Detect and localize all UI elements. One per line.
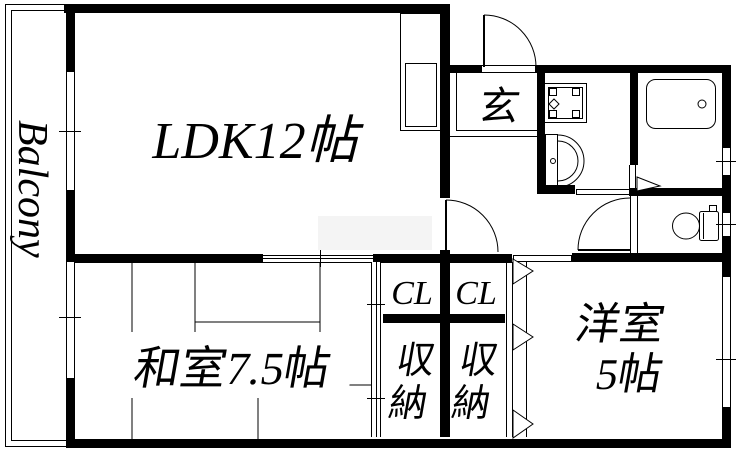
threshold-western-room-door	[513, 255, 572, 262]
partition-line-3	[526, 262, 527, 437]
closet-left-label: CL	[391, 275, 433, 312]
wall-washroom-left	[537, 73, 545, 185]
sliding-door-closet-tick2	[367, 398, 385, 399]
wall-washroom-bottom	[537, 185, 575, 194]
balcony-outer-rail	[5, 4, 67, 447]
window-bathroom-tick	[716, 161, 736, 162]
washing-machine-pan-icon	[544, 83, 587, 123]
ldk-room-label: LDK12帖	[152, 113, 358, 170]
bathtub-icon	[646, 79, 716, 129]
wall-left-upper	[66, 4, 75, 72]
washbasin-icon	[545, 134, 585, 188]
sliding-door-ldk-washitsu	[263, 255, 373, 263]
wall-top	[64, 4, 450, 13]
toilet-partition	[630, 196, 638, 253]
window-washitsu-balcony	[66, 262, 75, 378]
wall-left-mid	[66, 190, 75, 262]
wall-ldk-right	[440, 13, 450, 198]
closet-right-label: CL	[455, 275, 497, 312]
wall-closet-top	[384, 254, 512, 263]
wall-closet-divider	[383, 314, 505, 323]
bathroom-folding-door-icon	[629, 165, 662, 196]
wall-entry-top-right	[536, 65, 731, 73]
balcony-inner-rail	[11, 10, 67, 441]
sliding-door-ldk-washitsu-mid	[263, 258, 373, 259]
sliding-door-closet-tick1	[367, 304, 385, 305]
kitchen-sink-icon	[405, 63, 437, 127]
western-room-size-label: 5帖	[591, 350, 667, 399]
window-ldk-tick	[59, 131, 81, 132]
window-washitsu-tick	[59, 317, 81, 318]
wall-entry-top-left	[448, 65, 481, 73]
window-western-room	[722, 277, 731, 407]
japanese-room-label: 和室7.5帖	[107, 332, 359, 398]
wall-bath-left	[630, 73, 638, 165]
wall-fusuma-jamb	[373, 254, 384, 263]
wall-corridor-bottom	[572, 253, 731, 262]
entrance-door-icon	[483, 14, 537, 68]
wall-left-lower	[66, 378, 75, 448]
threshold-entrance-door	[481, 65, 536, 73]
balcony-label: Balcony	[9, 120, 55, 258]
ldk-door-icon	[445, 199, 499, 253]
window-western-room-tick	[716, 359, 736, 360]
genkan-step-line	[450, 136, 537, 137]
wall-closet-mid	[440, 263, 450, 437]
partition-line-1	[506, 262, 507, 437]
wall-right-4	[722, 407, 731, 448]
genkan-floor-outline	[456, 73, 538, 131]
window-toilet-tick	[716, 224, 736, 225]
toilet-door-icon	[577, 197, 631, 251]
sliding-door-closet-mid	[376, 262, 377, 437]
toilet-icon	[672, 205, 719, 241]
sliding-door-ldk-washitsu-tick	[320, 250, 321, 267]
wall-bottom	[66, 439, 731, 448]
closet-folding-door-icons	[512, 258, 534, 439]
watermark-smudge	[318, 216, 432, 250]
wall-right-1	[722, 65, 731, 148]
wall-ldk-bottom	[66, 254, 263, 263]
wall-bath-toilet	[630, 188, 731, 196]
